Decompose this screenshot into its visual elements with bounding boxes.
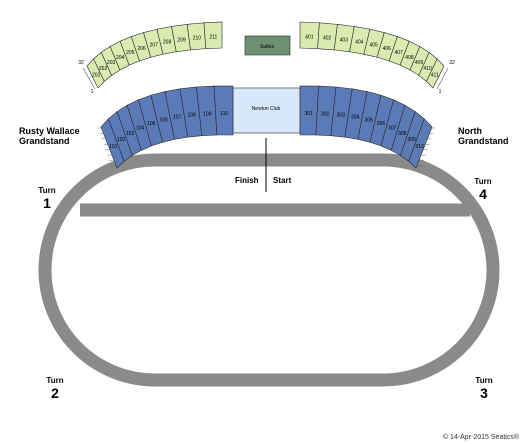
section-number: 201 <box>92 73 101 79</box>
section-number: 109 <box>203 111 212 117</box>
section-number: 406 <box>383 46 392 52</box>
finish-label: Finish <box>235 176 259 185</box>
row-marker-top-left: 32 <box>78 60 84 66</box>
turn-3-word: Turn <box>475 376 493 385</box>
section-number: 407 <box>395 50 404 56</box>
turn-3-label: Turn 3 <box>473 376 495 401</box>
section-number: 101 <box>109 144 118 150</box>
row-markers: 32 1 32 1 <box>78 60 455 167</box>
newton-club-label: Newton Club <box>252 106 281 112</box>
section-number: 210 <box>193 36 202 42</box>
turn-4-label: Turn 4 <box>472 177 494 202</box>
section-number: 303 <box>337 112 346 118</box>
section-number: 310 <box>415 144 424 150</box>
section-number: 110 <box>220 111 228 117</box>
turn-1-number: 1 <box>43 195 51 211</box>
row-indicator-line <box>82 67 96 90</box>
section-number: 102 <box>117 137 126 143</box>
left-grandstand-line2: Grandstand <box>19 136 70 146</box>
north-grandstand-label: North Grandstand <box>458 126 509 146</box>
section-number: 209 <box>177 37 186 43</box>
section-number: 403 <box>340 37 349 43</box>
rusty-wallace-grandstand-label: Rusty Wallace Grandstand <box>19 126 80 146</box>
section-number: 308 <box>398 131 407 137</box>
start-label: Start <box>273 176 292 185</box>
section-number: 408 <box>405 55 414 61</box>
section-number: 108 <box>187 112 196 118</box>
section-number: 204 <box>116 55 125 61</box>
section-number: 104 <box>136 126 145 132</box>
section-number: 404 <box>355 40 364 46</box>
upper-right-section[interactable] <box>426 58 445 89</box>
row-marker-top-right: 32 <box>449 60 455 66</box>
section-number: 305 <box>364 117 373 123</box>
section-number: 211 <box>209 35 217 41</box>
section-number: 106 <box>159 117 168 123</box>
row-marker-bottom-left: 1 <box>91 89 94 95</box>
turn-2-word: Turn <box>46 376 64 385</box>
section-number: 302 <box>321 111 330 117</box>
turn-4-word: Turn <box>474 177 492 186</box>
lower-left-section[interactable] <box>213 85 234 136</box>
section-number: 205 <box>126 50 135 56</box>
section-number: 307 <box>388 126 397 132</box>
right-grandstand-line2: Grandstand <box>458 136 509 146</box>
section-number: 405 <box>369 42 378 48</box>
section-number: 103 <box>126 131 135 137</box>
turn-4-number: 4 <box>479 186 487 202</box>
section-number: 309 <box>407 137 416 143</box>
section-number: 401 <box>305 35 314 41</box>
turn-1-label: Turn 1 <box>36 186 58 211</box>
section-number: 301 <box>305 111 314 117</box>
copyright-text: © 14-Apr-2015 Seatics® <box>442 434 519 441</box>
suites[interactable] <box>244 35 291 56</box>
turn-2-label: Turn 2 <box>44 376 66 401</box>
section-number: 207 <box>150 42 159 48</box>
section-number: 411 <box>431 73 439 79</box>
lower-right-section[interactable] <box>408 118 433 169</box>
suites-label: Suites <box>260 44 274 50</box>
turn-1-word: Turn <box>38 186 56 195</box>
section-number: 409 <box>415 60 424 66</box>
section-number: 304 <box>351 115 360 121</box>
row-indicator-line <box>436 67 449 90</box>
section-number: 202 <box>99 66 108 72</box>
section-number: 203 <box>107 60 116 66</box>
turn-3-number: 3 <box>480 385 488 401</box>
section-number: 410 <box>423 66 432 72</box>
race-track <box>38 153 500 387</box>
right-grandstand-line1: North <box>458 126 482 136</box>
upper-left-section[interactable] <box>203 21 223 49</box>
section-number: 208 <box>163 40 172 46</box>
row-marker-bottom-right: 1 <box>439 89 442 95</box>
turn-2-number: 2 <box>51 385 59 401</box>
section-number: 107 <box>173 115 182 121</box>
section-number: 306 <box>377 121 386 127</box>
section-number: 402 <box>323 36 332 42</box>
section-number: 206 <box>137 46 146 52</box>
left-grandstand-line1: Rusty Wallace <box>19 126 80 136</box>
section-number: 105 <box>147 121 156 127</box>
